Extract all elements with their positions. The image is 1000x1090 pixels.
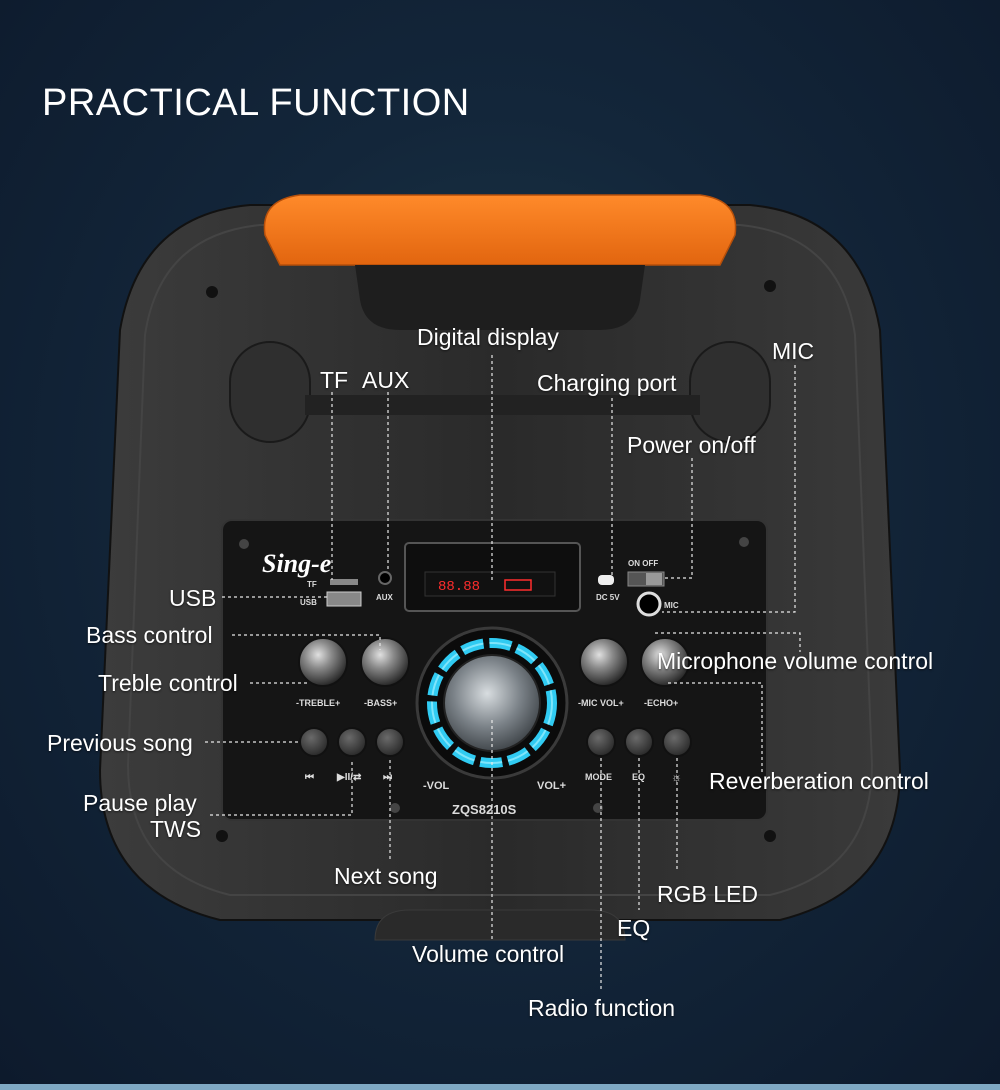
eq-button (624, 727, 654, 757)
bottom-bar (0, 1084, 1000, 1090)
svg-text:-MIC VOL+: -MIC VOL+ (578, 698, 624, 708)
next-button (375, 727, 405, 757)
mic-jack (636, 591, 662, 617)
callout-mic: MIC (772, 338, 815, 364)
callout-digital-display: Digital display (417, 324, 559, 350)
svg-text:TF: TF (307, 580, 317, 589)
svg-text:-BASS+: -BASS+ (364, 698, 397, 708)
svg-text:MODE: MODE (585, 772, 612, 782)
treble-knob (298, 637, 348, 687)
mic-volume-knob (579, 637, 629, 687)
callout-previous: Previous song (47, 730, 193, 756)
digital-display (424, 571, 556, 597)
mode-button (586, 727, 616, 757)
page-heading: PRACTICAL FUNCTION (42, 82, 470, 124)
callout-aux: AUX (362, 367, 410, 393)
callout-next: Next song (334, 863, 438, 889)
echo-knob (640, 637, 690, 687)
svg-text:VOL+: VOL+ (537, 780, 566, 792)
callout-charging-port: Charging port (537, 370, 677, 396)
callout-radio: Radio function (528, 995, 676, 1021)
svg-text:-ECHO+: -ECHO+ (644, 698, 678, 708)
svg-text:⏭: ⏭ (383, 772, 392, 783)
previous-button (299, 727, 329, 757)
svg-text:ON OFF: ON OFF (628, 559, 658, 568)
svg-text:MIC: MIC (664, 601, 679, 610)
callout-eq: EQ (617, 915, 651, 941)
callout-pause-play: Pause play (83, 790, 197, 816)
leader-lines (205, 355, 801, 990)
usb-port (326, 591, 362, 607)
speaker-handle (263, 194, 737, 266)
callout-tws: TWS (150, 816, 202, 842)
play-pause-button (337, 727, 367, 757)
callout-mic-volume: Microphone volume control (657, 648, 934, 674)
led-button (662, 727, 692, 757)
callout-power: Power on/off (627, 432, 756, 458)
svg-text:USB: USB (300, 598, 317, 607)
svg-text:-VOL: -VOL (423, 780, 450, 792)
callout-tf: TF (320, 367, 349, 393)
svg-text:88.88: 88.88 (438, 579, 480, 595)
bass-knob (360, 637, 410, 687)
callout-usb: USB (169, 585, 217, 611)
callout-rgb-led: RGB LED (657, 881, 758, 907)
callout-reverb: Reverberation control (709, 768, 929, 794)
volume-dial (443, 654, 541, 752)
svg-text:AUX: AUX (376, 593, 394, 602)
brand-logo: Sing-e (262, 549, 331, 578)
svg-text:DC 5V: DC 5V (596, 593, 620, 602)
charging-port (598, 575, 614, 585)
callout-volume: Volume control (412, 941, 565, 967)
callout-treble: Treble control (98, 670, 238, 696)
model-number: ZQS8210S (452, 802, 517, 817)
svg-text:-TREBLE+: -TREBLE+ (296, 698, 340, 708)
svg-text:⏮: ⏮ (305, 772, 314, 783)
aux-port (378, 571, 392, 585)
svg-text:▶II/⇄: ▶II/⇄ (336, 772, 362, 783)
callout-bass: Bass control (86, 622, 213, 648)
